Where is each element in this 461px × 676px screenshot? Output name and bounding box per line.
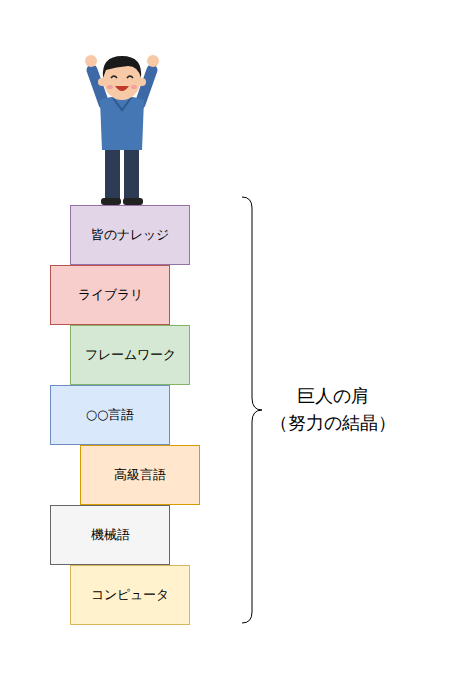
curly-brace — [242, 197, 262, 623]
stack-box: ○○言語 — [50, 385, 170, 445]
box-label: 機械語 — [85, 526, 136, 544]
box-label: 皆のナレッジ — [85, 226, 175, 244]
stack-box: 皆のナレッジ — [70, 205, 190, 265]
box-label: ライブラリ — [72, 286, 149, 304]
box-label: フレームワーク — [79, 346, 182, 364]
stack-box: フレームワーク — [70, 325, 190, 385]
brace-label: 巨人の肩 — [297, 384, 369, 408]
box-label: コンピュータ — [85, 586, 175, 604]
stack-box: ライブラリ — [50, 265, 170, 325]
stack-box: 機械語 — [50, 505, 170, 565]
box-label: 高級言語 — [108, 466, 172, 484]
box-label: ○○言語 — [80, 406, 141, 424]
person-figure — [85, 55, 159, 205]
stack-box: コンピュータ — [70, 565, 190, 625]
brace-label: （努力の結晶） — [270, 411, 396, 435]
stack-box: 高級言語 — [80, 445, 200, 505]
